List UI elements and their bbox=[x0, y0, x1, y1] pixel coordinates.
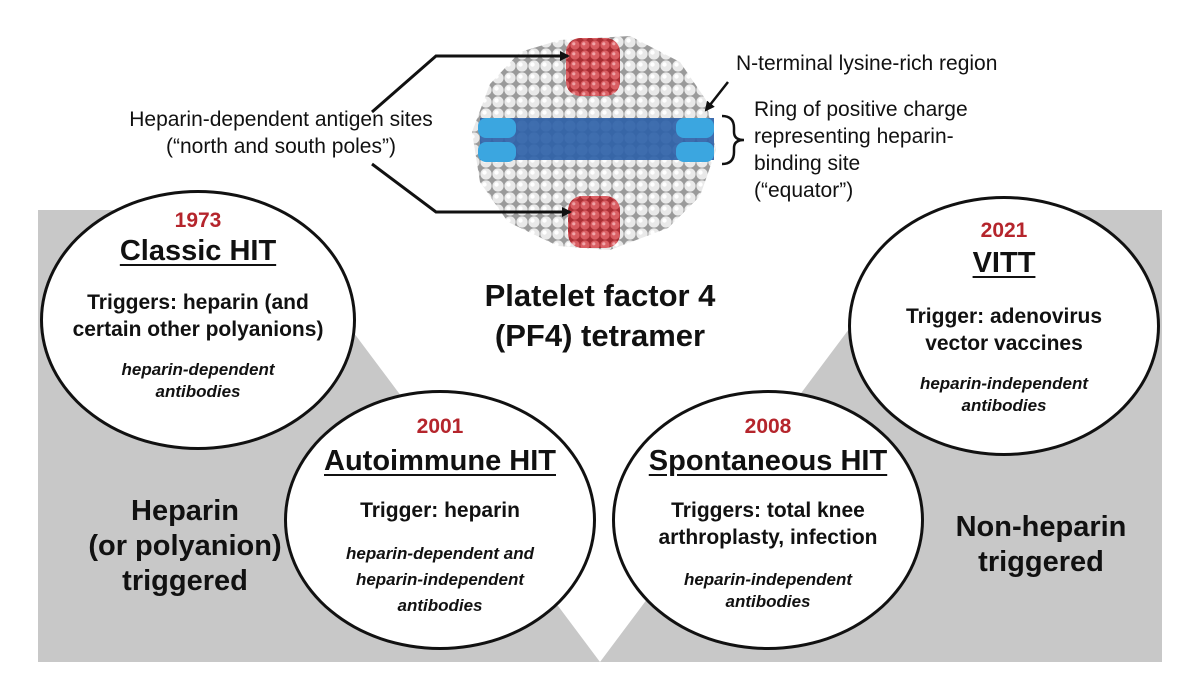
spontaneous-hit-year: 2008 bbox=[744, 415, 792, 438]
spontaneous-hit-trigger-line2: arthroplasty, infection bbox=[658, 526, 878, 549]
non-heparin-triggered-line1: Non-heparin bbox=[955, 511, 1127, 543]
autoimmune-hit-title: Autoimmune HIT bbox=[324, 445, 556, 477]
vitt-antibodies: heparin-independent antibodies bbox=[851, 373, 1157, 417]
autoimmune-hit-antibodies-line3: antibodies bbox=[397, 596, 483, 615]
ring-brace bbox=[721, 114, 745, 166]
classic-hit-antibodies-line2: antibodies bbox=[155, 382, 241, 401]
vitt-year: 2021 bbox=[980, 219, 1028, 242]
north-pole-antigen-site bbox=[566, 38, 620, 96]
arrow-to-south-pole bbox=[371, 162, 572, 217]
vitt-antibodies-line1: heparin-independent bbox=[919, 374, 1089, 393]
classic-hit-trigger: Triggers: heparin (and certain other pol… bbox=[43, 289, 353, 343]
south-pole-antigen-site bbox=[568, 196, 620, 248]
autoimmune-hit-year: 2001 bbox=[416, 415, 464, 438]
autoimmune-hit-trigger-line1: Trigger: heparin bbox=[360, 499, 520, 522]
heparin-triggered-label: Heparin (or polyanion) triggered bbox=[70, 494, 300, 599]
antigen-sites-label-line2: (“north and south poles”) bbox=[166, 135, 396, 158]
vitt-title: VITT bbox=[972, 247, 1036, 279]
autoimmune-hit-antibodies: heparin-dependent and heparin-independen… bbox=[287, 541, 593, 619]
antigen-sites-label-line1: Heparin-dependent antigen sites bbox=[129, 108, 433, 131]
pf4-title: Platelet factor 4 (PF4) tetramer bbox=[420, 276, 780, 356]
classic-hit-antibodies: heparin-dependent antibodies bbox=[43, 359, 353, 403]
equator-ring bbox=[480, 118, 714, 160]
heparin-triggered-line2: (or polyanion) bbox=[88, 530, 282, 562]
autoimmune-hit-antibodies-line2: heparin-independent bbox=[355, 570, 525, 589]
classic-hit-trigger-line1: Triggers: heparin (and bbox=[87, 291, 309, 314]
ring-label-line3: binding site bbox=[754, 152, 861, 175]
ring-label-line1: Ring of positive charge bbox=[754, 98, 968, 121]
arrow-to-n-terminal bbox=[704, 81, 729, 112]
spontaneous-hit-circle: 2008 Spontaneous HIT Triggers: total kne… bbox=[612, 390, 924, 650]
heparin-triggered-line3: triggered bbox=[122, 565, 248, 597]
classic-hit-title: Classic HIT bbox=[119, 235, 277, 267]
classic-hit-antibodies-line1: heparin-dependent bbox=[121, 360, 275, 379]
vitt-trigger-line1: Trigger: adenovirus bbox=[905, 305, 1103, 328]
autoimmune-hit-trigger: Trigger: heparin bbox=[287, 497, 593, 524]
antigen-sites-label: Heparin-dependent antigen sites (“north … bbox=[96, 106, 466, 160]
spontaneous-hit-trigger-line1: Triggers: total knee bbox=[671, 499, 865, 522]
pf4-title-line1: Platelet factor 4 bbox=[484, 278, 716, 313]
classic-hit-year: 1973 bbox=[174, 209, 222, 232]
n-terminal-label: N-terminal lysine-rich region bbox=[736, 52, 998, 75]
non-heparin-triggered-line2: triggered bbox=[978, 546, 1104, 578]
vitt-antibodies-line2: antibodies bbox=[961, 396, 1047, 415]
classic-hit-circle: 1973 Classic HIT Triggers: heparin (and … bbox=[40, 190, 356, 450]
non-heparin-triggered-label: Non-heparin triggered bbox=[926, 510, 1156, 580]
heparin-triggered-line1: Heparin bbox=[131, 495, 239, 527]
vitt-trigger-line2: vector vaccines bbox=[925, 332, 1083, 355]
spontaneous-hit-trigger: Triggers: total knee arthroplasty, infec… bbox=[615, 497, 921, 551]
spontaneous-hit-antibodies-line1: heparin-independent bbox=[683, 570, 853, 589]
ring-label-line2: representing heparin- bbox=[754, 125, 954, 148]
spontaneous-hit-title: Spontaneous HIT bbox=[648, 445, 888, 477]
ring-label-line4: (“equator”) bbox=[754, 179, 854, 202]
autoimmune-hit-circle: 2001 Autoimmune HIT Trigger: heparin hep… bbox=[284, 390, 596, 650]
autoimmune-hit-antibodies-line1: heparin-dependent and bbox=[346, 544, 534, 563]
classic-hit-trigger-line2: certain other polyanions) bbox=[72, 318, 324, 341]
ring-label: Ring of positive charge representing hep… bbox=[754, 96, 1054, 204]
arrow-to-north-pole bbox=[371, 51, 570, 114]
pf4-title-line2: (PF4) tetramer bbox=[494, 318, 706, 353]
vitt-circle: 2021 VITT Trigger: adenovirus vector vac… bbox=[848, 196, 1160, 456]
pf4-molecule-image bbox=[472, 36, 716, 250]
spontaneous-hit-antibodies-line2: antibodies bbox=[725, 592, 811, 611]
vitt-trigger: Trigger: adenovirus vector vaccines bbox=[851, 303, 1157, 357]
spontaneous-hit-antibodies: heparin-independent antibodies bbox=[615, 569, 921, 613]
